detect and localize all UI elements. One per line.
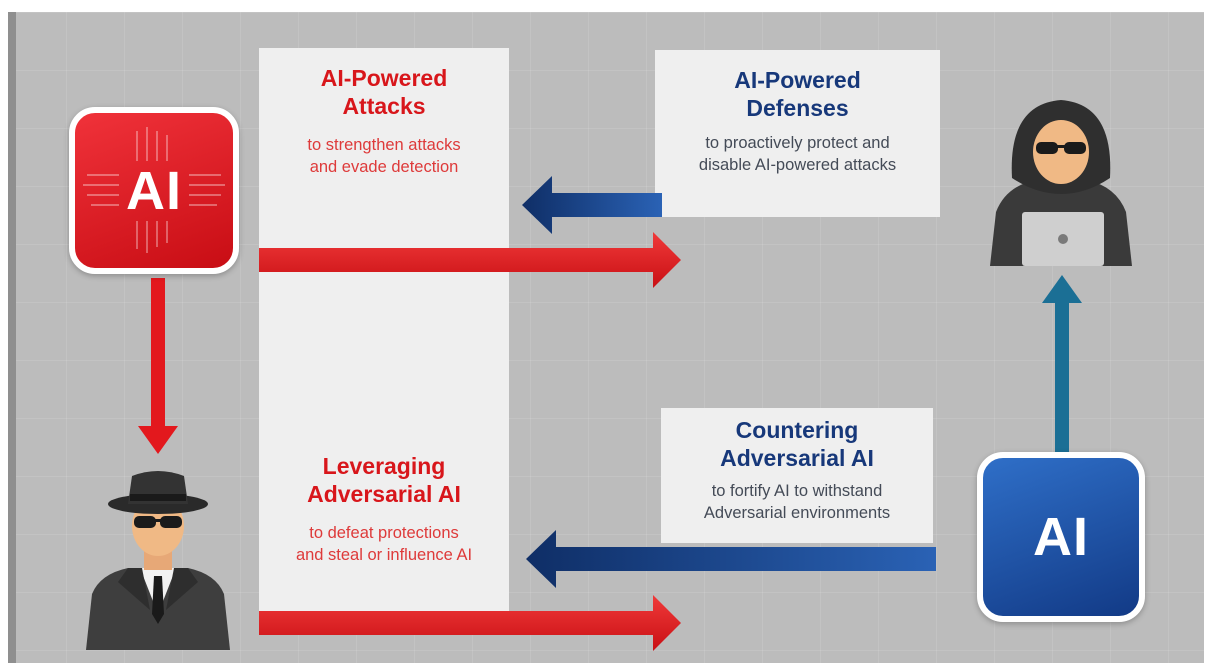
countering-title: Countering Adversarial AI xyxy=(661,416,933,472)
defenses-box: AI-Powered Defenses to proactively prote… xyxy=(655,50,940,217)
attacks-sub-line1: to strengthen attacks xyxy=(307,136,461,154)
attack-arrow-bottom xyxy=(259,595,681,651)
attacks-sub-line2: and evade detection xyxy=(309,158,459,176)
countering-title-line1: Countering xyxy=(735,417,859,443)
hacker-icon xyxy=(990,100,1132,266)
defenses-sub-line2: disable AI-powered attacks xyxy=(698,156,897,174)
countering-subtitle: to fortify AI to withstand Adversarial e… xyxy=(661,480,933,524)
ai-defender-label: AI xyxy=(1033,507,1089,567)
adversarial-title-line1: Leveraging xyxy=(322,453,446,479)
countering-box: Countering Adversarial AI to fortify AI … xyxy=(661,408,933,543)
attacks-title-line1: AI-Powered xyxy=(320,65,448,91)
adversarial-sub-line1: to defeat protections xyxy=(309,524,459,542)
defense-arrow-bottom xyxy=(526,530,936,588)
attack-arrow-down xyxy=(138,278,178,454)
countering-sub-line2: Adversarial environments xyxy=(703,504,891,522)
adversarial-subtitle: to defeat protections and steal or influ… xyxy=(259,522,509,566)
adversarial-title-line2: Adversarial AI xyxy=(307,481,461,507)
ai-attacker-chip: AI xyxy=(69,107,239,274)
defenses-sub-line1: to proactively protect and xyxy=(705,134,890,152)
ai-defender-chip: AI xyxy=(977,452,1145,622)
attacks-title: AI-Powered Attacks xyxy=(259,64,509,120)
attack-arrow-top xyxy=(259,232,681,288)
attacks-title-line2: Attacks xyxy=(342,93,426,119)
defenses-title: AI-Powered Defenses xyxy=(655,66,940,122)
defense-arrow-up xyxy=(1042,275,1082,467)
diagram-canvas: AI-Powered Attacks to strengthen attacks… xyxy=(8,12,1204,663)
spy-attacker-icon xyxy=(86,471,230,650)
defenses-title-line2: Defenses xyxy=(746,95,849,121)
countering-sub-line1: to fortify AI to withstand xyxy=(711,482,883,500)
defenses-subtitle: to proactively protect and disable AI-po… xyxy=(655,132,940,176)
attacks-subtitle: to strengthen attacks and evade detectio… xyxy=(259,134,509,178)
defense-arrow-top xyxy=(522,176,662,234)
adversarial-title: Leveraging Adversarial AI xyxy=(259,452,509,508)
ai-attacker-label: AI xyxy=(126,160,182,221)
defenses-title-line1: AI-Powered xyxy=(734,67,861,93)
circuit-icon xyxy=(83,127,225,253)
countering-title-line2: Adversarial AI xyxy=(720,445,874,471)
adversarial-sub-line2: and steal or influence AI xyxy=(295,546,473,564)
attacks-panel: AI-Powered Attacks to strengthen attacks… xyxy=(259,48,509,620)
